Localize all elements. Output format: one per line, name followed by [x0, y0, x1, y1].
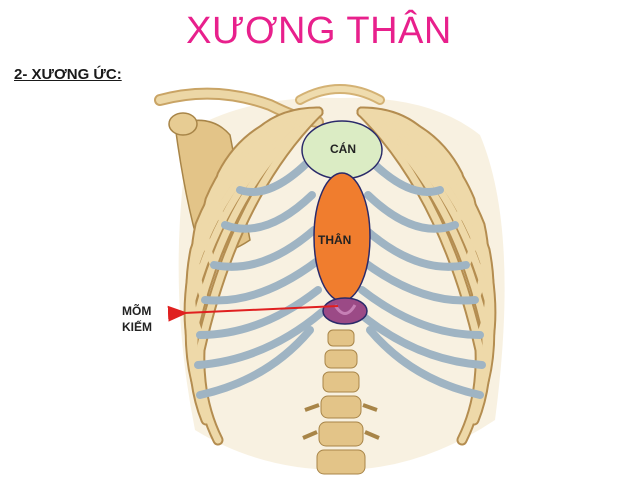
humeral-head — [168, 112, 198, 136]
manubrium-label: CÁN — [330, 142, 356, 156]
slide-title: XƯƠNG THÂN — [186, 10, 452, 52]
xiphoid-highlight — [322, 297, 368, 325]
xiphoid-label-line2: KIẾM — [122, 320, 152, 334]
xiphoid-pointer-arrow — [167, 305, 339, 322]
section-heading: 2- XƯƠNG ỨC: — [14, 66, 122, 83]
ribs-right — [354, 106, 497, 446]
xiphoid-label: MÕM KIẾM — [122, 303, 152, 335]
ribs-left — [183, 106, 326, 446]
vertebral-column — [302, 329, 380, 475]
sternum-body-label: THÂN — [318, 233, 352, 247]
xiphoid-label-line1: MÕM — [122, 304, 152, 318]
